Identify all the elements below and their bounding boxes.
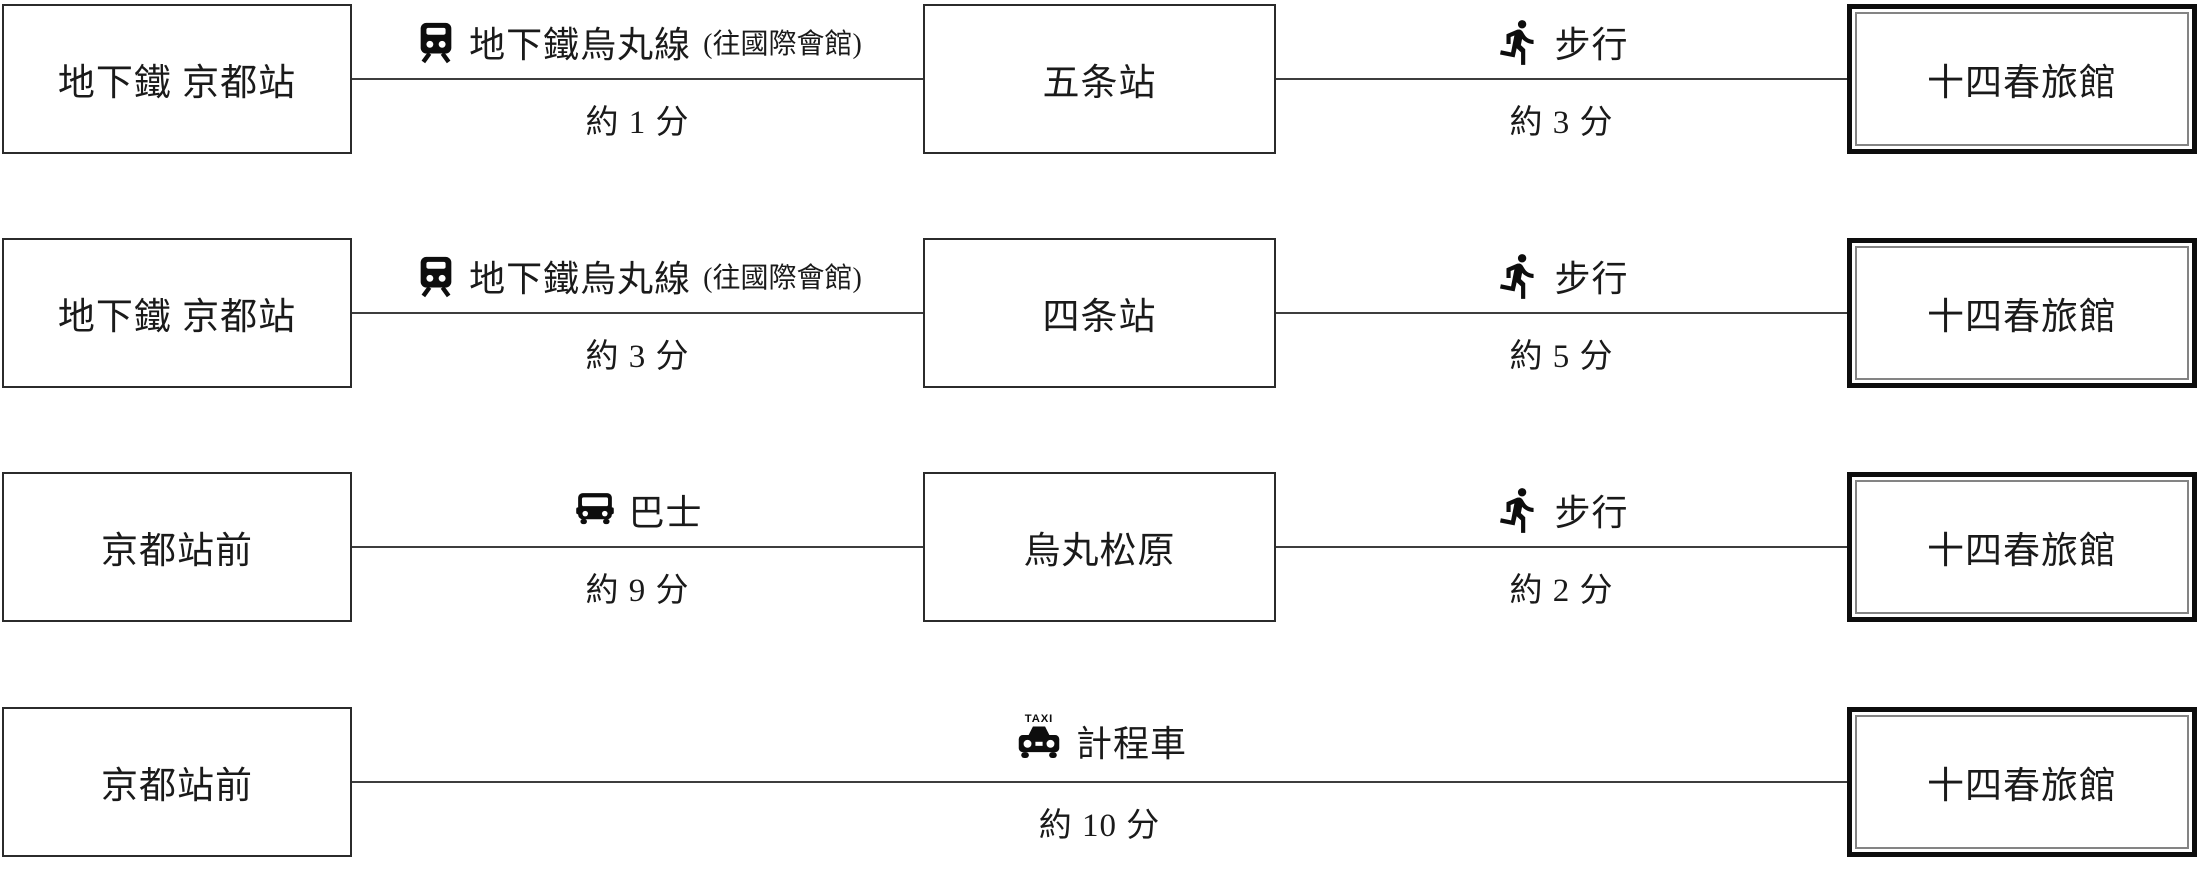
start-station-label: 地下鐵 京都站 (57, 297, 297, 338)
bus-icon (572, 487, 618, 533)
hotel-box: 十四春旅館 (1847, 238, 2197, 388)
leg-mode-label: 步行 (1554, 493, 1629, 533)
train-icon (413, 253, 459, 299)
leg-mode-label: 步行 (1554, 259, 1629, 299)
via-station-box: 五条站 (923, 4, 1276, 154)
route-row-2: 地下鐵 京都站 地下鐵烏丸線 (往國際會館) 約 3 分 四条站 步行 (0, 238, 2200, 388)
connector-line (352, 312, 923, 314)
hotel-inner-frame: 十四春旅館 (1855, 12, 2189, 146)
leg-duration-label: 約 9 分 (585, 573, 690, 609)
leg-duration-label: 約 1 分 (585, 105, 690, 141)
via-station-label: 四条站 (1042, 297, 1157, 338)
hotel-box: 十四春旅館 (1847, 707, 2197, 857)
walk-icon (1494, 485, 1544, 535)
start-station-box: 京都站前 (2, 472, 352, 622)
leg-subway: 地下鐵烏丸線 (往國際會館) 約 3 分 (352, 238, 923, 388)
leg-walk: 步行 約 2 分 (1276, 472, 1847, 622)
connector-line (352, 546, 923, 548)
leg-walk: 步行 約 3 分 (1276, 4, 1847, 154)
leg-taxi: 計程車 約 10 分 (352, 707, 1847, 857)
leg-duration-label: 約 3 分 (585, 339, 690, 375)
hotel-label: 十四春旅館 (1927, 297, 2117, 338)
leg-duration-label: 約 3 分 (1509, 105, 1614, 141)
leg-duration-label: 約 5 分 (1509, 339, 1614, 375)
leg-bus: 巴士 約 9 分 (352, 472, 923, 622)
leg-label: 計程車 (352, 711, 1847, 771)
leg-mode-label: 計程車 (1075, 724, 1187, 764)
leg-duration-label: 約 2 分 (1509, 573, 1614, 609)
leg-mode-label: 地下鐵烏丸線 (469, 25, 692, 65)
start-station-box: 京都站前 (2, 707, 352, 857)
leg-mode-label: 巴士 (628, 493, 703, 533)
hotel-label: 十四春旅館 (1927, 531, 2117, 572)
leg-label: 步行 (1276, 250, 1847, 302)
connector-line (1276, 312, 1847, 314)
via-station-label: 烏丸松原 (1023, 531, 1176, 572)
leg-mode-label: 地下鐵烏丸線 (469, 259, 692, 299)
leg-label: 步行 (1276, 484, 1847, 536)
connector-line (1276, 78, 1847, 80)
leg-label: 地下鐵烏丸線 (往國際會館) (352, 250, 923, 302)
leg-note-label: (往國際會館) (703, 29, 862, 60)
walk-icon (1494, 17, 1544, 67)
train-icon (413, 19, 459, 65)
leg-label: 巴士 (352, 484, 923, 536)
leg-mode-label: 步行 (1554, 25, 1629, 65)
leg-walk: 步行 約 5 分 (1276, 238, 1847, 388)
start-station-label: 京都站前 (101, 766, 253, 807)
leg-duration-label: 約 10 分 (1038, 808, 1161, 844)
start-station-box: 地下鐵 京都站 (2, 4, 352, 154)
via-station-box: 四条站 (923, 238, 1276, 388)
route-row-1: 地下鐵 京都站 地下鐵烏丸線 (往國際會館) 約 1 分 五条站 步行 (0, 4, 2200, 154)
hotel-box: 十四春旅館 (1847, 472, 2197, 622)
via-station-label: 五条站 (1042, 63, 1157, 104)
via-station-box: 烏丸松原 (923, 472, 1276, 622)
hotel-inner-frame: 十四春旅館 (1855, 715, 2189, 849)
leg-label: 地下鐵烏丸線 (往國際會館) (352, 16, 923, 68)
connector-line (352, 781, 1847, 783)
start-station-box: 地下鐵 京都站 (2, 238, 352, 388)
leg-subway: 地下鐵烏丸線 (往國際會館) 約 1 分 (352, 4, 923, 154)
route-row-4: 京都站前 計程車 約 10 分 十四春旅館 (0, 707, 2200, 857)
start-station-label: 地下鐵 京都站 (57, 63, 297, 104)
taxi-icon (1012, 711, 1066, 771)
start-station-label: 京都站前 (101, 531, 253, 572)
connector-line (352, 78, 923, 80)
walk-icon (1494, 251, 1544, 301)
route-row-3: 京都站前 巴士 約 9 分 烏丸松原 步行 約 2 分 (0, 472, 2200, 622)
connector-line (1276, 546, 1847, 548)
hotel-label: 十四春旅館 (1927, 63, 2117, 104)
hotel-inner-frame: 十四春旅館 (1855, 480, 2189, 614)
leg-note-label: (往國際會館) (703, 263, 862, 294)
leg-label: 步行 (1276, 16, 1847, 68)
hotel-box: 十四春旅館 (1847, 4, 2197, 154)
hotel-inner-frame: 十四春旅館 (1855, 246, 2189, 380)
hotel-label: 十四春旅館 (1927, 766, 2117, 807)
